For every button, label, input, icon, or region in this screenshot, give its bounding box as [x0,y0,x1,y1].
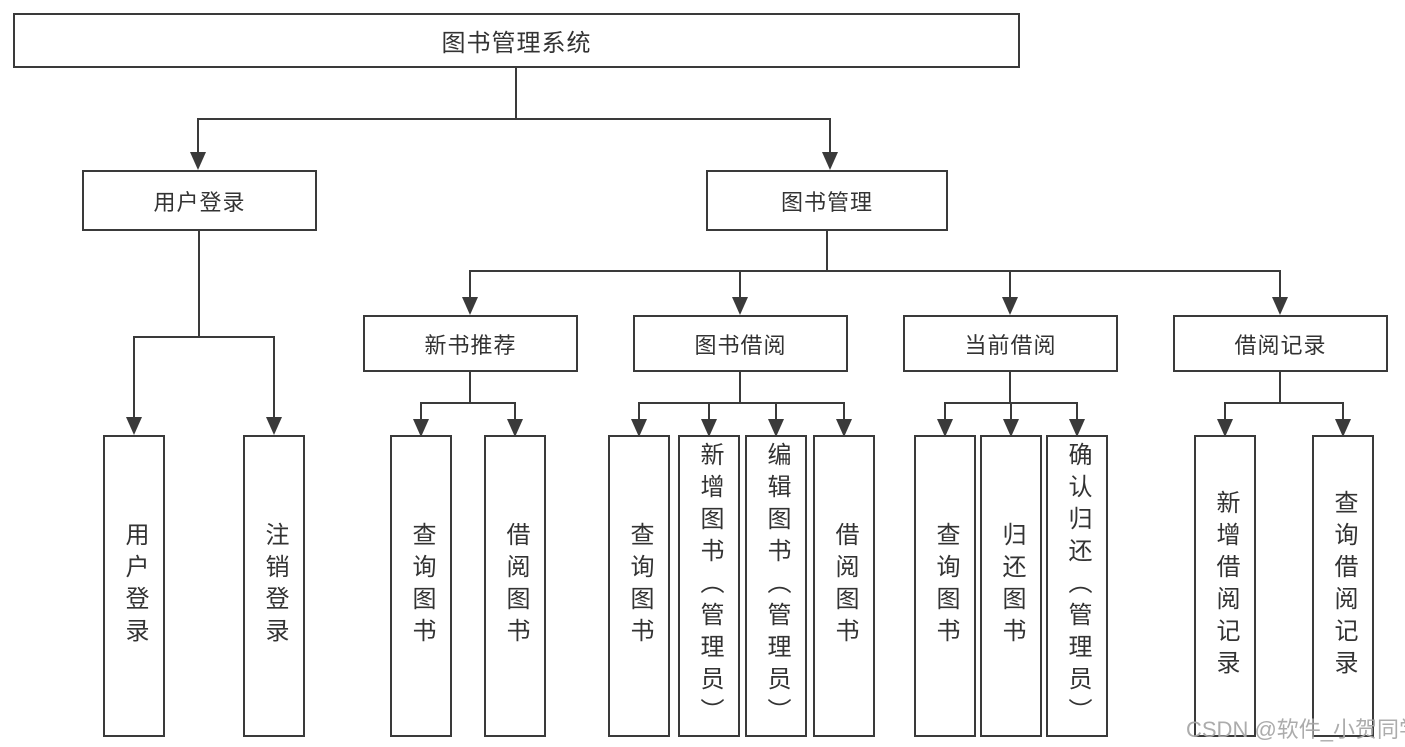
node-label: 图书借阅 [694,332,787,358]
connector-stem [198,231,200,338]
connector-drop [1279,270,1281,297]
leaf-borrow-books: 借阅图书 [813,435,875,737]
arrowhead-down-icon [937,419,953,437]
connector-drop [944,402,946,419]
watermark: CSDN @软件_小贺同学 [1186,717,1405,742]
connector-drop [1342,402,1344,419]
node-root-label: 图书管理系统 [441,30,592,57]
connector-drop [1076,402,1078,419]
connector-drop [420,402,422,419]
arrowhead-down-icon [507,419,523,437]
node-label: 用户登录 [153,189,246,215]
arrowhead-down-icon [266,417,282,435]
leaf-query-books-current: 查询图书 [914,435,976,737]
leaf-add-borrow-record: 新增借阅记录 [1194,435,1256,737]
connector-drop [775,402,777,419]
arrowhead-down-icon [462,297,478,315]
node-label: 借阅记录 [1234,332,1327,358]
connector-drop [1010,402,1012,419]
arrowhead-down-icon [1335,419,1351,437]
connector-drop [843,402,845,419]
arrowhead-down-icon [190,152,206,170]
leaf-edit-book-admin: 编辑图书（管理员） [745,435,807,737]
arrowhead-down-icon [732,297,748,315]
arrowhead-down-icon [1217,419,1233,437]
leaf-query-books-recommend: 查询图书 [390,435,452,737]
connector-drop [829,118,831,152]
leaf-label: 查询图书 [626,522,653,650]
leaf-logout: 注销登录 [243,435,305,737]
arrowhead-down-icon [1002,297,1018,315]
node-label: 图书管理 [780,189,873,215]
connector-drop [638,402,640,419]
node-user-login: 用户登录 [82,170,317,231]
leaf-label: 查询图书 [408,522,435,650]
connector-drop [514,402,516,419]
arrowhead-down-icon [768,419,784,437]
leaf-user-login: 用户登录 [103,435,165,737]
leaf-label: 注销登录 [261,522,288,650]
leaf-label: 归还图书 [998,522,1025,650]
connector-drop [273,336,275,417]
leaf-label: 确认归还（管理员） [1064,442,1091,730]
connector-drop [739,270,741,297]
node-label: 当前借阅 [964,332,1057,358]
connector-drop [133,336,135,417]
node-label: 新书推荐 [424,332,517,358]
connector-stem [1279,372,1281,404]
leaf-label: 借阅图书 [502,522,529,650]
connector-drop [708,402,710,419]
leaf-query-books-borrowing: 查询图书 [608,435,670,737]
connector-stem [469,372,471,404]
leaf-return-books: 归还图书 [980,435,1042,737]
connector-drop [1224,402,1226,419]
node-book-borrowing: 图书借阅 [633,315,848,372]
connector-rail [197,118,831,120]
leaf-label: 借阅图书 [831,522,858,650]
leaf-query-borrow-record: 查询借阅记录 [1312,435,1374,737]
leaf-borrow-books-recommend: 借阅图书 [484,435,546,737]
connector-stem [515,68,517,120]
leaf-add-book-admin: 新增图书（管理员） [678,435,740,737]
connector-rail [133,336,275,338]
node-borrowing-records: 借阅记录 [1173,315,1388,372]
leaf-label: 用户登录 [121,522,148,650]
leaf-confirm-return-admin: 确认归还（管理员） [1046,435,1108,737]
connector-drop [197,118,199,152]
connector-drop [469,270,471,297]
leaf-label: 编辑图书（管理员） [763,442,790,730]
leaf-label: 新增图书（管理员） [696,442,723,730]
leaf-label: 查询借阅记录 [1330,490,1357,682]
node-root: 图书管理系统 [13,13,1020,68]
connector-stem [739,372,741,404]
arrowhead-down-icon [631,419,647,437]
arrowhead-down-icon [822,152,838,170]
connector-stem [826,231,828,272]
arrowhead-down-icon [1272,297,1288,315]
arrowhead-down-icon [1069,419,1085,437]
connector-rail [638,402,845,404]
connector-stem [1009,372,1011,404]
node-current-borrowing: 当前借阅 [903,315,1118,372]
arrowhead-down-icon [1003,419,1019,437]
connector-drop [1009,270,1011,297]
connector-rail [1224,402,1344,404]
node-book-management: 图书管理 [706,170,948,231]
arrowhead-down-icon [126,417,142,435]
connector-rail [420,402,516,404]
leaf-label: 查询图书 [932,522,959,650]
arrowhead-down-icon [701,419,717,437]
leaf-label: 新增借阅记录 [1212,490,1239,682]
connector-rail [469,270,1281,272]
arrowhead-down-icon [836,419,852,437]
arrowhead-down-icon [413,419,429,437]
node-new-book-recommend: 新书推荐 [363,315,578,372]
